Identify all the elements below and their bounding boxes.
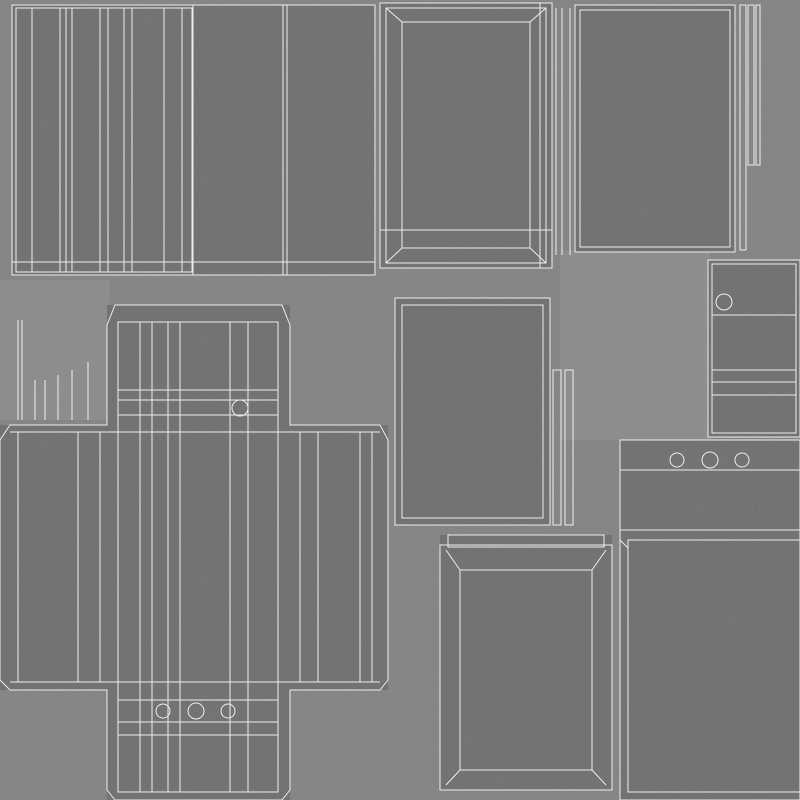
uv-layout-canvas xyxy=(0,0,800,800)
grain-overlay xyxy=(0,0,800,800)
uv-texture-map xyxy=(0,0,800,800)
